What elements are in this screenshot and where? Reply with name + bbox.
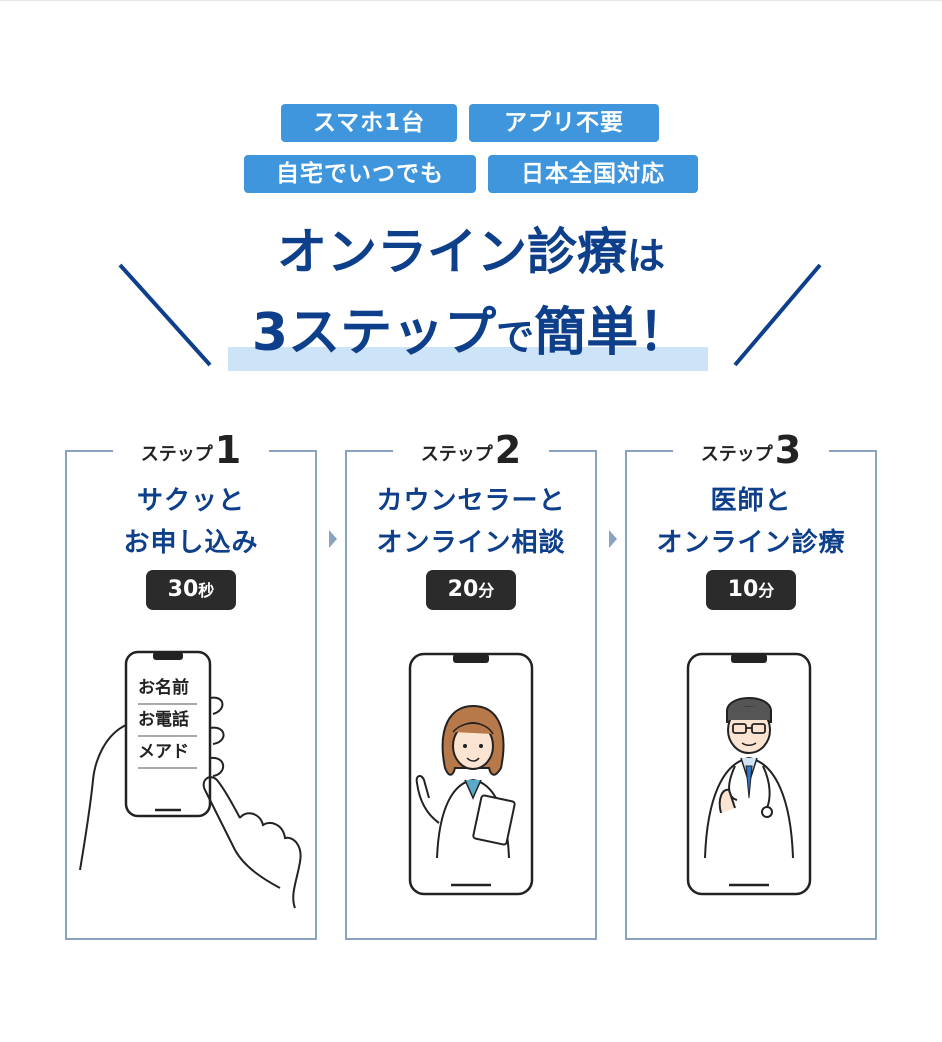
top-divider: [0, 0, 942, 1]
step-3-duration-value: 10: [727, 577, 759, 602]
step-1-title-line-1: サクッと: [136, 486, 245, 516]
step-2-title-line-2: オンライン相談: [376, 528, 566, 558]
step-1-label: ステップ1: [65, 428, 317, 472]
step-1-word: ステップ: [140, 444, 213, 465]
form-field-email: メアド: [138, 742, 189, 762]
step-2-frame: [345, 450, 597, 940]
step-2-word: ステップ: [420, 444, 493, 465]
step-3-label: ステップ3: [625, 428, 877, 472]
step-2-title-line-1: カウンセラーと: [376, 486, 566, 516]
step-arrow-1: [329, 530, 337, 548]
tag-nationwide: 日本全国対応: [488, 155, 698, 193]
headline-particle-de: で: [496, 315, 535, 359]
tag-anytime-at-home: 自宅でいつでも: [244, 155, 476, 193]
step-2-title: カウンセラーと オンライン相談: [345, 480, 597, 564]
step-3-title-line-1: 医師と: [710, 486, 792, 516]
headline-line-1: オンライン診療は: [0, 220, 942, 288]
step-1-card: ステップ1 サクッと お申し込み 30秒 お名前 お電話 メアド: [65, 428, 317, 940]
headline-three-steps: 3ステップ: [251, 303, 497, 363]
step-2-number: 2: [494, 428, 522, 472]
step-1-title: サクッと お申し込み: [65, 480, 317, 564]
step-2-duration-unit: 分: [478, 581, 495, 600]
step-arrow-2: [609, 530, 617, 548]
step-3-card: ステップ3 医師と オンライン診療 10分: [625, 428, 877, 940]
form-field-phone: お電話: [138, 710, 189, 730]
step-2-card: ステップ2 カウンセラーと オンライン相談 20分: [345, 428, 597, 940]
step-2-label: ステップ2: [345, 428, 597, 472]
tag-one-smartphone: スマホ1台: [281, 104, 457, 142]
form-field-name: お名前: [138, 678, 189, 698]
headline-easy: 簡単！: [534, 303, 691, 363]
headline-highlight: [228, 347, 708, 371]
step-1-frame: [65, 450, 317, 940]
step-2-duration-value: 20: [447, 577, 479, 602]
doctor-phone-illustration: [686, 652, 812, 896]
headline-online-consultation: オンライン診療: [276, 223, 627, 281]
step-3-duration-badge: 10分: [706, 570, 796, 610]
step-3-word: ステップ: [700, 444, 773, 465]
step-1-duration-value: 30: [167, 577, 199, 602]
step-3-title: 医師と オンライン診療: [625, 480, 877, 564]
step-1-duration-badge: 30秒: [146, 570, 236, 610]
step-2-duration-badge: 20分: [426, 570, 516, 610]
headline-line-2: 3ステップで簡単！: [0, 300, 942, 370]
step-3-frame: [625, 450, 877, 940]
step-1-title-line-2: お申し込み: [123, 528, 259, 558]
headline-particle-ha: は: [626, 234, 665, 278]
step-3-duration-unit: 分: [758, 581, 775, 600]
step-3-title-line-2: オンライン診療: [656, 528, 846, 558]
step-1-duration-unit: 秒: [198, 581, 215, 600]
phone-form-fields: お名前 お電話 メアド: [138, 672, 198, 768]
phone-form-illustration: [79, 650, 302, 909]
headline-slash-decoration: [118, 263, 822, 367]
counselor-phone-illustration: [408, 652, 534, 896]
tag-no-app-required: アプリ不要: [469, 104, 659, 142]
step-3-number: 3: [774, 428, 802, 472]
step-1-number: 1: [214, 428, 242, 472]
